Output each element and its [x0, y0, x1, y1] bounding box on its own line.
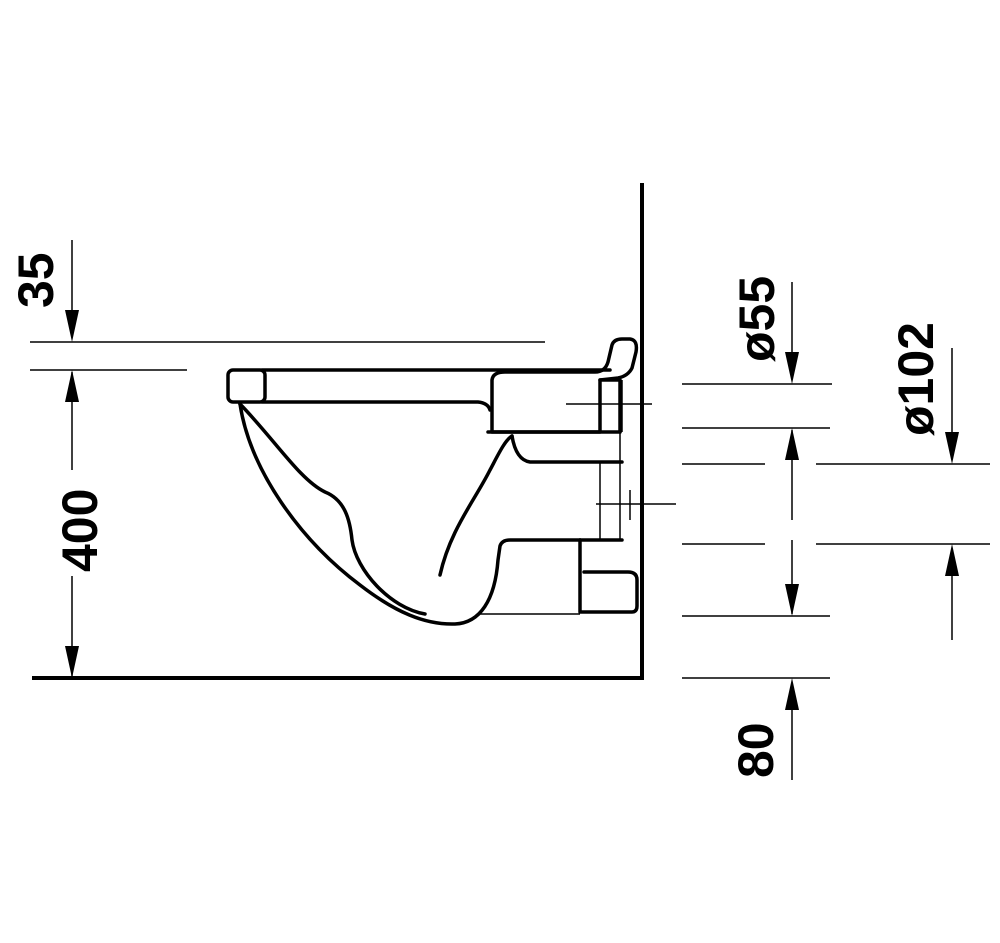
bowl-outer — [238, 402, 582, 626]
dim-label-pipe-large: ø102 — [888, 322, 944, 436]
left-dimensions — [30, 240, 545, 678]
wall-bracket — [578, 538, 639, 614]
toilet-outline — [226, 337, 639, 626]
bowl-inner — [238, 402, 427, 616]
seat-front-block — [226, 368, 267, 404]
seat-hinge — [490, 337, 639, 434]
dim-label-pipe-small: ø55 — [729, 276, 785, 362]
dim-label-400: 400 — [52, 489, 108, 572]
dim-label-80: 80 — [728, 722, 784, 778]
siphon — [438, 434, 514, 577]
wall-and-floor — [32, 183, 644, 680]
dim-label-35: 35 — [8, 252, 64, 308]
pipe-centerlines — [566, 380, 676, 520]
right-dimensions — [682, 282, 990, 780]
